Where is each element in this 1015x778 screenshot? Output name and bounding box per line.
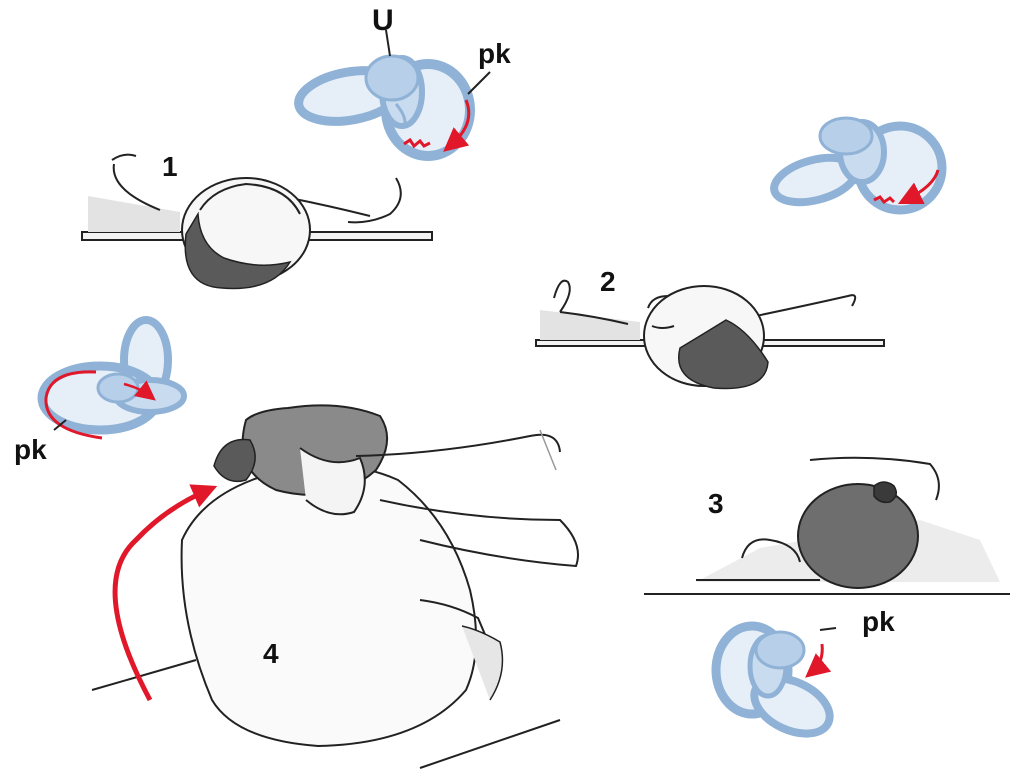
labyrinth-top	[295, 30, 490, 156]
step-1-label: 1	[162, 153, 178, 181]
figure-step4	[92, 405, 578, 768]
canal-label-bottom: pk	[862, 608, 895, 636]
labyrinth-right	[769, 118, 942, 210]
utricle-label: U	[372, 6, 394, 36]
step-2-label: 2	[600, 268, 616, 296]
labyrinth-left	[42, 320, 184, 438]
step-3-label: 3	[708, 490, 724, 518]
canal-label-left: pk	[14, 436, 47, 464]
figure-step3	[644, 458, 1010, 594]
labyrinth-bottom	[716, 626, 838, 745]
canal-label-top: pk	[478, 40, 511, 68]
figure-step2	[536, 281, 884, 389]
figure-step1	[82, 155, 432, 289]
step-4-label: 4	[263, 640, 279, 668]
